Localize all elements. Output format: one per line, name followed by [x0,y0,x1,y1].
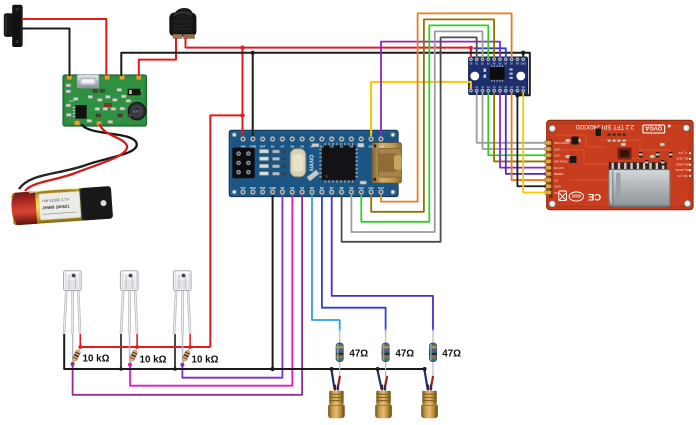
svg-text:A7: A7 [281,145,285,149]
svg-text:2.2 TFT SPI 240X320: 2.2 TFT SPI 240X320 [575,123,633,129]
svg-text:SCK: SCK [554,154,560,158]
svg-text:LED: LED [554,147,561,151]
svg-text:A4: A4 [310,145,314,149]
svg-text:A6: A6 [290,145,294,149]
svg-text:D13: D13 [378,145,384,149]
svg-text:HW 52300 3.7V-: HW 52300 3.7V- [42,197,71,203]
svg-text:5V: 5V [271,145,275,149]
svg-text:B3: B3 [487,63,491,65]
svg-text:4R7: 4R7 [133,109,141,114]
svg-text:D7: D7 [330,186,334,190]
svg-text:VIN: VIN [240,145,245,149]
svg-text:CE: CE [588,191,601,202]
svg-text:B5: B5 [499,63,503,65]
svg-text:VB: VB [469,63,473,65]
svg-text:SD_SCK: SD_SCK [675,157,688,161]
svg-text:D2: D2 [281,186,285,190]
svg-text:A7: A7 [510,86,514,89]
svg-text:SD_MOSI: SD_MOSI [675,168,689,172]
svg-text:SD_CS: SD_CS [677,174,687,178]
svg-text:A3: A3 [487,86,491,89]
svg-text:D12: D12 [378,186,384,190]
svg-text:D9: D9 [350,186,354,190]
svg-text:GND: GND [554,185,562,189]
svg-text:SD_MISO: SD_MISO [675,162,690,166]
svg-text:B6: B6 [504,63,508,65]
svg-text:NANO: NANO [310,154,316,171]
svg-text:RST: RST [260,145,266,149]
svg-text:SDO-MISO: SDO-MISO [554,141,570,145]
svg-text:A1: A1 [475,86,479,89]
svg-text:RST: RST [260,186,266,190]
svg-text:A4: A4 [493,86,497,89]
svg-text:B7: B7 [510,63,514,65]
svg-text:3V3: 3V3 [368,145,374,149]
svg-text:B2: B2 [481,63,485,65]
svg-text:A5: A5 [300,145,304,149]
svg-text:GND: GND [521,63,526,65]
svg-text:47Ω: 47Ω [395,348,414,359]
svg-text:RX0: RX0 [250,186,256,190]
svg-text:VCC: VCC [554,191,561,195]
svg-text:GND: GND [250,145,258,149]
svg-text:D8: D8 [340,186,344,190]
svg-text:SDI-MOSI: SDI-MOSI [554,160,568,164]
svg-text:TX1: TX1 [240,186,246,190]
svg-text:JHWB 240621: JHWB 240621 [42,203,70,210]
svg-text:A6: A6 [504,86,508,89]
svg-text:A2: A2 [330,145,334,149]
svg-text:A8: A8 [516,86,520,89]
svg-text:CS: CS [554,178,558,182]
svg-text:OUT: OUT [69,99,75,103]
svg-text:B4: B4 [493,63,497,65]
svg-text:QVGA: QVGA [644,125,662,131]
svg-text:ccc: ccc [572,192,581,198]
svg-text:B8: B8 [516,63,520,65]
svg-text:REF: REF [358,145,364,149]
svg-text:F_CS: F_CS [679,151,687,155]
svg-text:OE: OE [522,87,526,89]
svg-text:D3: D3 [290,186,294,190]
svg-text:47Ω: 47Ω [442,348,461,359]
svg-text:A5: A5 [499,86,503,89]
svg-text:A2: A2 [481,86,485,89]
svg-text:47Ω: 47Ω [349,348,368,359]
svg-text:10 kΩ: 10 kΩ [192,354,219,365]
svg-text:B1: B1 [475,63,479,65]
svg-text:10 kΩ: 10 kΩ [140,354,167,365]
svg-text:D10: D10 [359,186,365,190]
svg-text:GND: GND [269,186,277,190]
svg-text:D5: D5 [310,186,314,190]
svg-text:10 kΩ: 10 kΩ [83,354,110,365]
svg-text:RESET: RESET [554,172,564,176]
svg-text:DC-RS: DC-RS [554,166,564,170]
svg-text:D6: D6 [320,186,324,190]
svg-text:+: + [140,89,142,93]
svg-text:A1: A1 [340,145,344,149]
svg-text:D11: D11 [368,186,374,190]
svg-text:A0: A0 [350,145,354,149]
svg-text:A3: A3 [320,145,324,149]
svg-text:D4: D4 [300,186,304,190]
